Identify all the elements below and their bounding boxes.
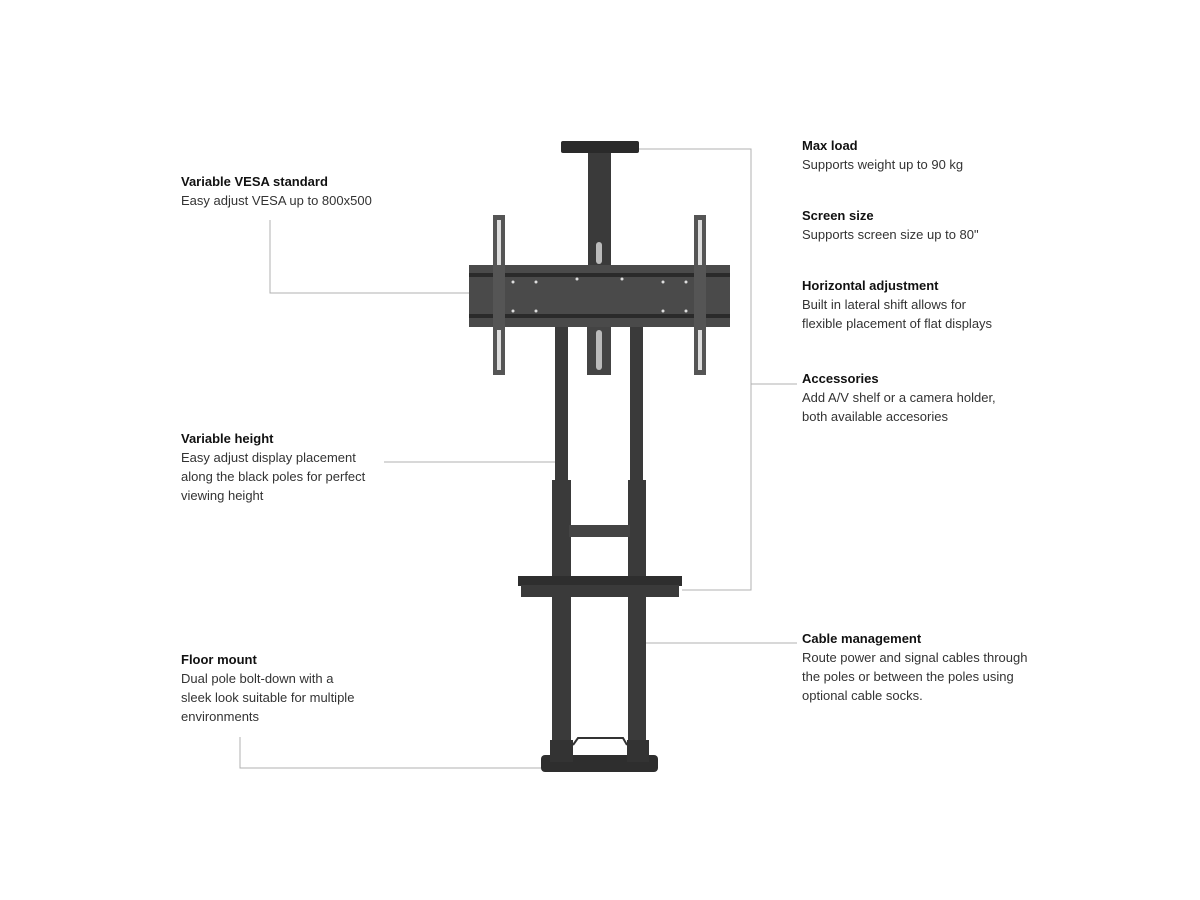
callout-accessories: Accessories Add A/V shelf or a camera ho… (802, 369, 996, 426)
callout-desc: Easy adjust VESA up to 800x500 (181, 193, 372, 208)
callout-title: Cable management (802, 631, 922, 646)
callout-desc: Supports screen size up to 80" (802, 227, 979, 242)
leader-lines (239, 148, 797, 769)
stand (469, 141, 730, 772)
callout-desc: Add A/V shelf or a camera holder, both a… (802, 390, 996, 424)
center-column (588, 153, 611, 265)
callout-cable: Cable management Route power and signal … (802, 629, 1027, 705)
left-pole-upper (555, 327, 568, 480)
right-vesa-arm (694, 215, 706, 375)
leader-floor (239, 737, 542, 769)
leader-maxload (639, 148, 752, 591)
callout-title: Accessories (802, 371, 879, 386)
callout-desc: Supports weight up to 90 kg (802, 157, 964, 172)
left-pole-lower (552, 480, 571, 755)
callout-title: Variable height (181, 431, 274, 446)
crossbar (569, 525, 630, 537)
callout-title: Variable VESA standard (181, 174, 328, 189)
leader-vesa (269, 220, 483, 294)
right-pole-lower (628, 480, 646, 755)
callout-screen: Screen size Supports screen size up to 8… (802, 206, 979, 244)
callout-floor: Floor mount Dual pole bolt-down with a s… (181, 650, 354, 726)
camera-shelf (561, 141, 639, 153)
av-shelf (518, 576, 682, 586)
right-pole-upper (630, 327, 643, 480)
callout-desc: Route power and signal cables through th… (802, 650, 1028, 703)
callout-height: Variable height Easy adjust display plac… (181, 429, 365, 505)
callout-title: Floor mount (181, 652, 257, 667)
callout-desc: Dual pole bolt-down with a sleek look su… (181, 671, 355, 724)
callout-title: Max load (802, 138, 858, 153)
callout-desc: Built in lateral shift allows for flexib… (802, 297, 993, 331)
callout-vesa: Variable VESA standard Easy adjust VESA … (181, 172, 372, 210)
callout-title: Screen size (802, 208, 874, 223)
callout-horizontal: Horizontal adjustment Built in lateral s… (802, 276, 992, 333)
callout-maxload: Max load Supports weight up to 90 kg (802, 136, 963, 174)
left-vesa-arm (493, 215, 505, 375)
callout-title: Horizontal adjustment (802, 278, 939, 293)
callout-desc: Easy adjust display placement along the … (181, 450, 366, 503)
